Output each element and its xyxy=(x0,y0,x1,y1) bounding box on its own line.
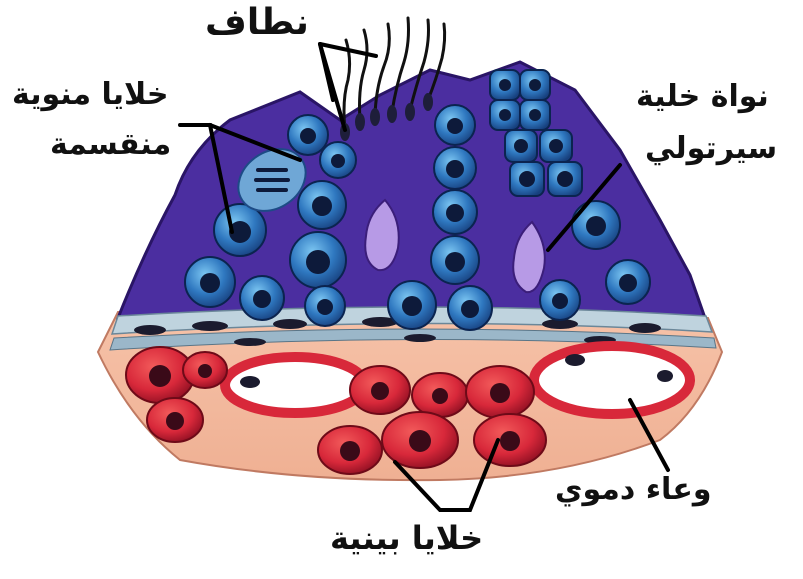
label-dividing-spermatogonia-line2: منقسمة xyxy=(50,128,171,163)
label-flagella: نطاف xyxy=(205,2,309,43)
label-sertoli-nucleus-line1: نواة خلية xyxy=(636,80,769,115)
label-blood-vessel: وعاء دموي xyxy=(555,473,711,508)
label-sertoli-nucleus-line2: سيرتولي xyxy=(645,132,777,167)
leader-flagella-3 xyxy=(320,44,333,100)
label-dividing-spermatogonia-line1: خلايا منوية xyxy=(12,78,168,113)
label-interstitial-cells: خلايا بينية xyxy=(330,520,483,557)
